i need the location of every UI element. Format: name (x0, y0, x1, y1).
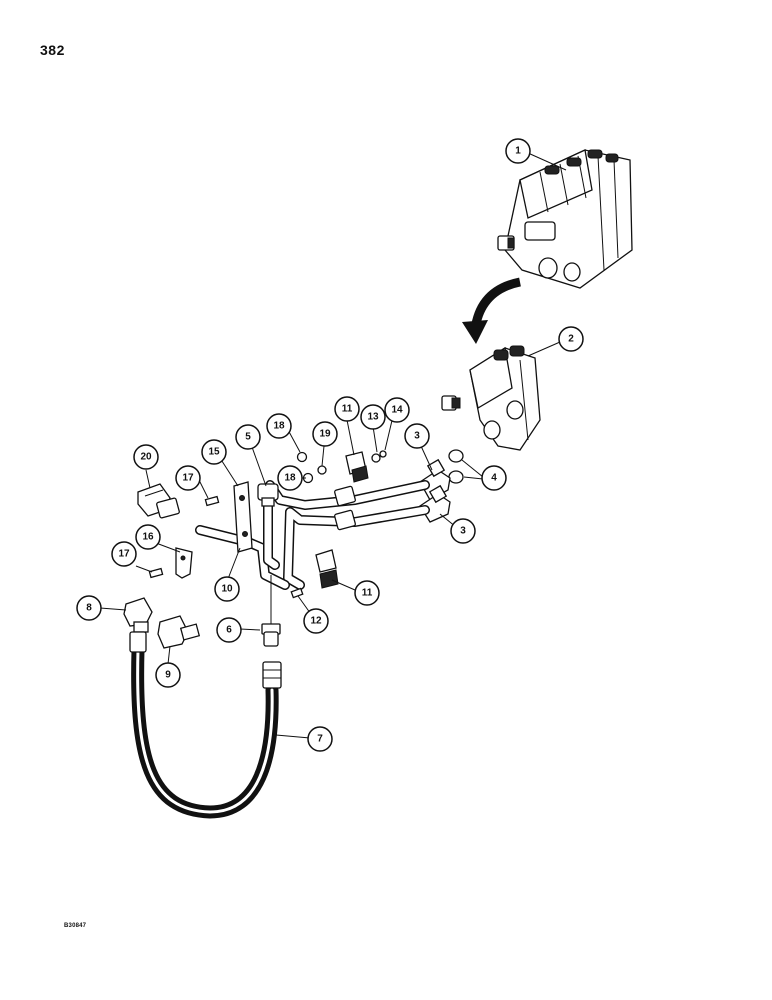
adapter-fitting-20 (137, 483, 180, 519)
bolts-and-nuts (148, 450, 387, 599)
hydraulic-hose (129, 631, 282, 819)
callout-13: 13 (360, 404, 386, 430)
tube-clip (175, 547, 193, 579)
leader-lines (99, 152, 567, 739)
callout-7: 7 (307, 726, 333, 752)
callout-12: 12 (303, 608, 329, 634)
callout-4: 4 (481, 465, 507, 491)
callout-3a: 3 (404, 423, 430, 449)
callout-15: 15 (201, 439, 227, 465)
callout-label: 18 (273, 421, 285, 432)
o-rings (448, 449, 464, 484)
callout-14: 14 (384, 397, 410, 423)
callout-9: 9 (155, 662, 181, 688)
callout-label: 17 (182, 473, 194, 484)
callout-label: 1 (515, 146, 521, 157)
control-valve-single-section (441, 345, 541, 451)
elbow-fittings (419, 458, 451, 523)
callout-11a: 11 (334, 396, 360, 422)
callout-label: 20 (140, 452, 152, 463)
callout-8: 8 (76, 595, 102, 621)
connector-fitting-6 (261, 575, 281, 647)
callout-11b: 11 (354, 580, 380, 606)
callout-label: 12 (310, 616, 322, 627)
callout-label: 4 (491, 473, 497, 484)
callout-6: 6 (216, 617, 242, 643)
callout-label: 19 (319, 429, 331, 440)
adapter-9 (157, 615, 201, 649)
page-number: 382 (40, 42, 65, 58)
callout-label: 6 (226, 625, 232, 636)
callout-label: 17 (118, 549, 130, 560)
callout-label: 7 (317, 734, 323, 745)
callout-1: 1 (505, 138, 531, 164)
callout-18b: 18 (277, 465, 303, 491)
callout-2: 2 (558, 326, 584, 352)
callout-label: 9 (165, 670, 171, 681)
elbow-fitting-8 (123, 597, 153, 633)
callout-16: 16 (135, 524, 161, 550)
callout-label: 10 (221, 584, 233, 595)
callout-label: 13 (367, 412, 379, 423)
control-valve-multi-section (497, 149, 633, 289)
callout-label: 11 (362, 588, 373, 599)
callout-label: 16 (142, 532, 154, 543)
elbow-fitting-5 (257, 483, 279, 507)
tube-nuts (334, 485, 356, 531)
callout-17b: 17 (111, 541, 137, 567)
callout-label: 5 (245, 432, 251, 443)
tube-clamps (315, 451, 369, 589)
callout-10: 10 (214, 576, 240, 602)
callout-18a: 18 (266, 413, 292, 439)
callout-label: 11 (342, 404, 353, 415)
callout-label: 18 (284, 473, 296, 484)
figure-code: B30847 (64, 923, 87, 929)
callout-19: 19 (312, 421, 338, 447)
mounting-plate (233, 481, 253, 553)
callout-label: 14 (391, 405, 403, 416)
callout-label: 3 (414, 431, 420, 442)
callout-label: 15 (208, 447, 220, 458)
callout-17a: 17 (175, 465, 201, 491)
callout-5: 5 (235, 424, 261, 450)
callout-label: 3 (460, 526, 466, 537)
callout-3b: 3 (450, 518, 476, 544)
tube-assembly (195, 480, 430, 590)
callout-label: 8 (86, 603, 92, 614)
callout-20: 20 (133, 444, 159, 470)
curved-arrow (462, 277, 522, 344)
callout-label: 2 (568, 334, 574, 345)
